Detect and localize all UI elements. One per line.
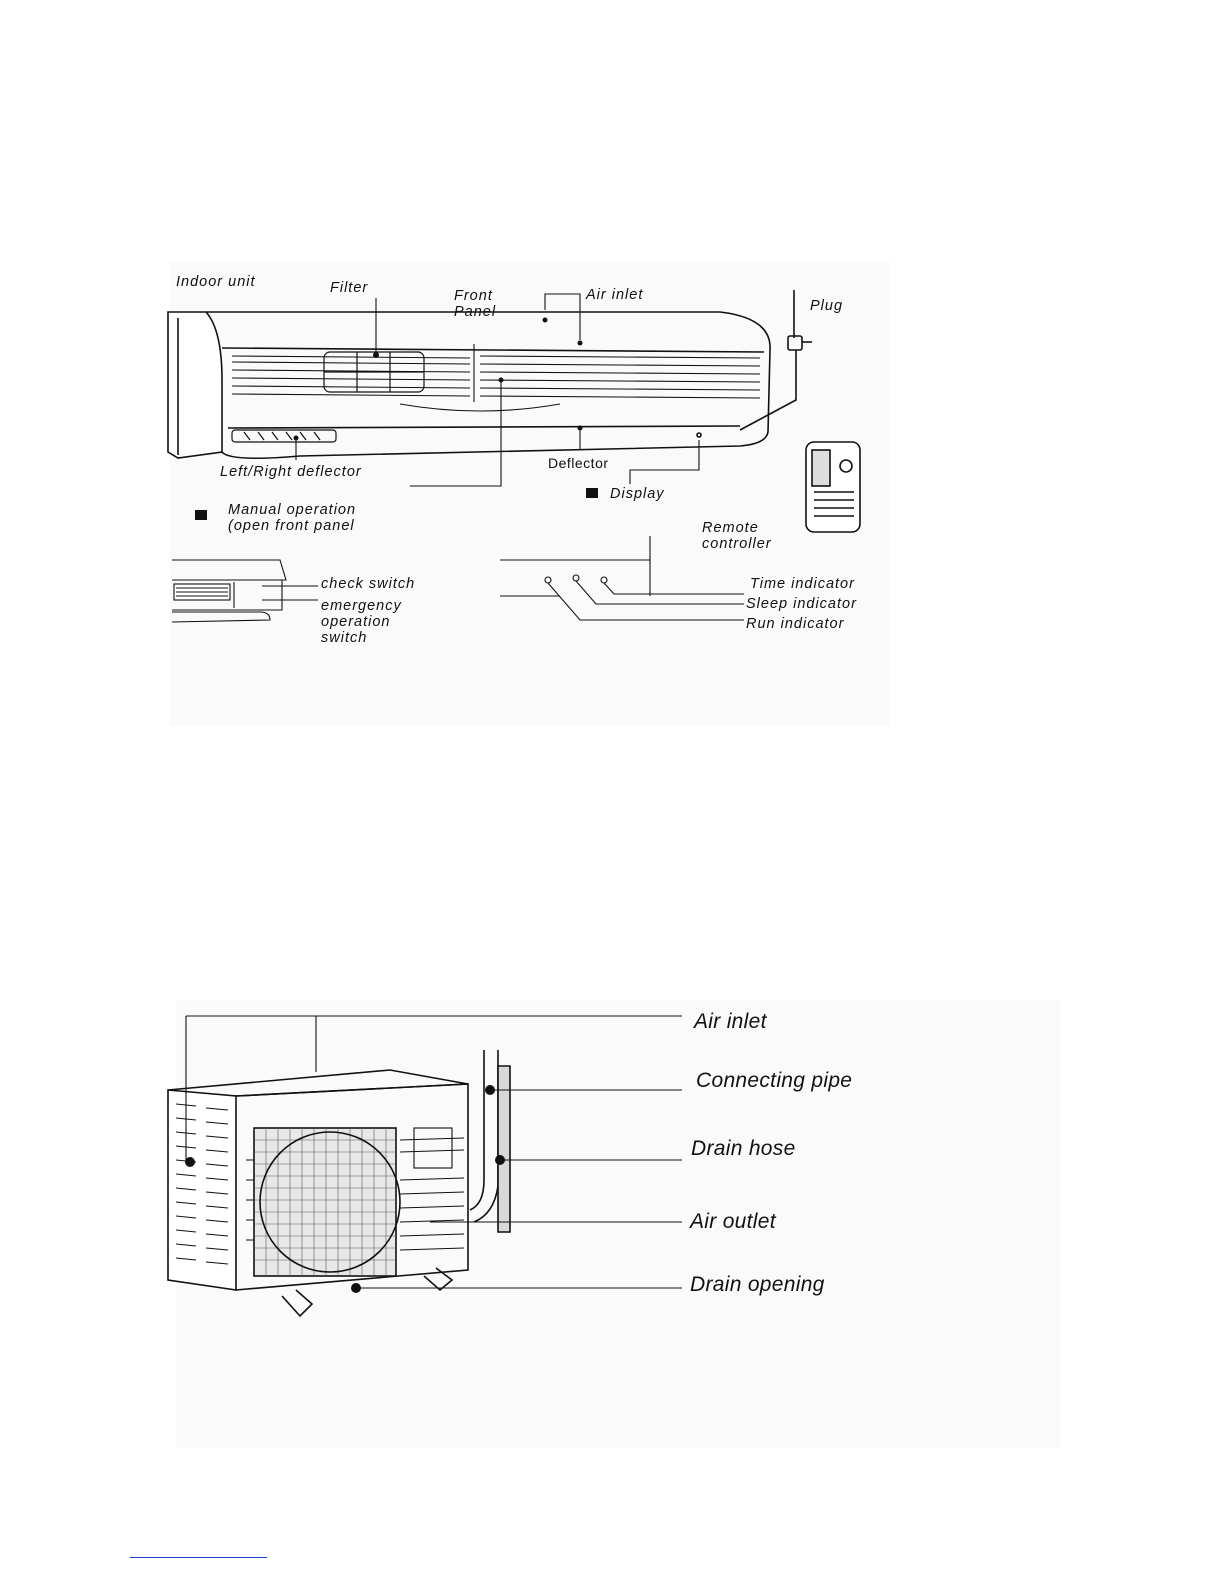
run-indicator-label: Run indicator bbox=[746, 616, 844, 632]
footnote-rule bbox=[130, 1557, 267, 1558]
drain-opening-label: Drain opening bbox=[690, 1273, 825, 1297]
left-right-deflector-label: Left/Right deflector bbox=[220, 464, 362, 480]
air-inlet-label-indoor: Air inlet bbox=[586, 287, 643, 303]
filter-label: Filter bbox=[330, 280, 368, 296]
outdoor-unit-drawing bbox=[0, 990, 1224, 1340]
indoor-unit-drawing bbox=[0, 0, 1224, 760]
remote-controller-label: Remote controller bbox=[702, 520, 772, 552]
time-indicator-label: Time indicator bbox=[750, 576, 855, 592]
drain-hose-label: Drain hose bbox=[691, 1137, 796, 1161]
check-switch-label: check switch bbox=[321, 576, 415, 592]
emergency-switch-label: emergency operation switch bbox=[321, 598, 402, 646]
indoor-unit-title: Indoor unit bbox=[176, 274, 256, 290]
display-label: Display bbox=[610, 486, 665, 502]
air-inlet-label-outdoor: Air inlet bbox=[694, 1010, 767, 1034]
connecting-pipe-label: Connecting pipe bbox=[696, 1069, 852, 1093]
plug-label: Plug bbox=[810, 298, 843, 314]
air-outlet-label: Air outlet bbox=[690, 1210, 776, 1234]
sleep-indicator-label: Sleep indicator bbox=[746, 596, 857, 612]
front-panel-label: Front Panel bbox=[454, 288, 496, 320]
deflector-label: Deflector bbox=[548, 455, 609, 471]
manual-operation-label: Manual operation (open front panel bbox=[228, 502, 356, 534]
